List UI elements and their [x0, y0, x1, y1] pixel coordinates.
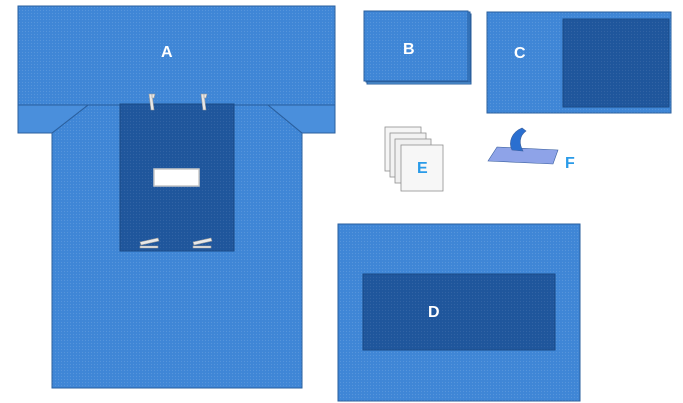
adhesive-tape-icon	[488, 128, 558, 164]
drape-c-panel	[563, 19, 669, 107]
gauze-swab-stack-icon	[385, 127, 443, 191]
label-f: F	[565, 155, 575, 173]
label-a: A	[161, 44, 173, 62]
drape-b-front	[364, 11, 468, 81]
label-e: E	[417, 160, 428, 178]
label-c: C	[514, 45, 526, 63]
label-d: D	[428, 304, 440, 322]
label-b: B	[403, 41, 415, 59]
drape-a-top-bar	[18, 6, 335, 105]
drape-d-panel	[363, 274, 555, 350]
drape-a-fenestration	[154, 169, 199, 186]
